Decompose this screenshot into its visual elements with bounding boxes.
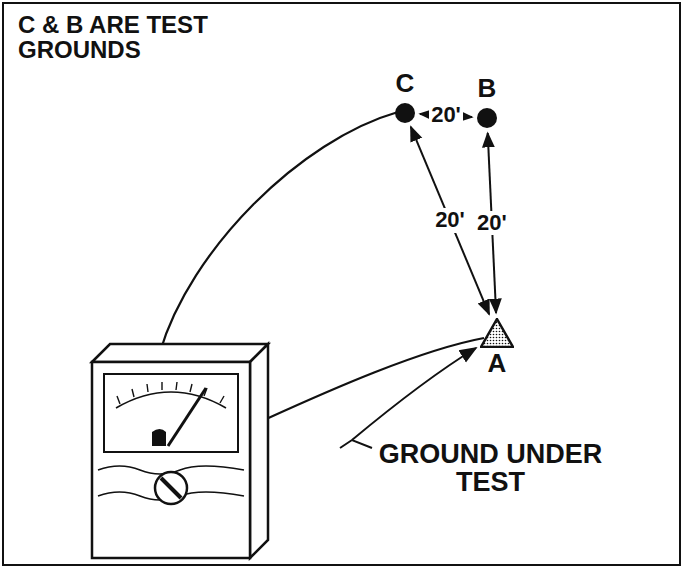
meter-scale <box>116 392 226 408</box>
meter-window <box>104 374 238 452</box>
triangle-outline <box>480 318 514 348</box>
ground-rod-dot <box>477 108 497 128</box>
test-ground: B <box>477 75 497 128</box>
test-lead-wire <box>160 112 398 352</box>
node-label: B <box>478 75 497 102</box>
needle-pivot <box>152 429 166 446</box>
dimension-label: 20' <box>433 208 467 232</box>
node-label: A <box>488 350 507 377</box>
meter-front <box>92 362 250 558</box>
scale-ticks <box>117 382 224 404</box>
ground-rod-dot <box>395 103 415 123</box>
meter-side <box>250 344 268 558</box>
knob-pointer <box>161 478 181 498</box>
dimension-label: 20' <box>429 103 463 127</box>
ground-triangle <box>480 318 514 348</box>
note-text: C & B ARE TEST GROUNDS <box>18 12 268 62</box>
meter-knob <box>155 472 187 504</box>
ground-triangle <box>481 319 513 347</box>
test-ground: C <box>395 70 415 123</box>
meter-needle <box>168 388 206 446</box>
ground-under-test: A <box>480 318 514 377</box>
leader-line <box>340 348 476 448</box>
meter-top <box>92 344 268 362</box>
dimension-label: 20' <box>475 211 509 235</box>
node-label: C <box>396 70 415 97</box>
callout-text: GROUND UNDER TEST <box>378 440 603 497</box>
test-lead-wire <box>264 338 484 420</box>
